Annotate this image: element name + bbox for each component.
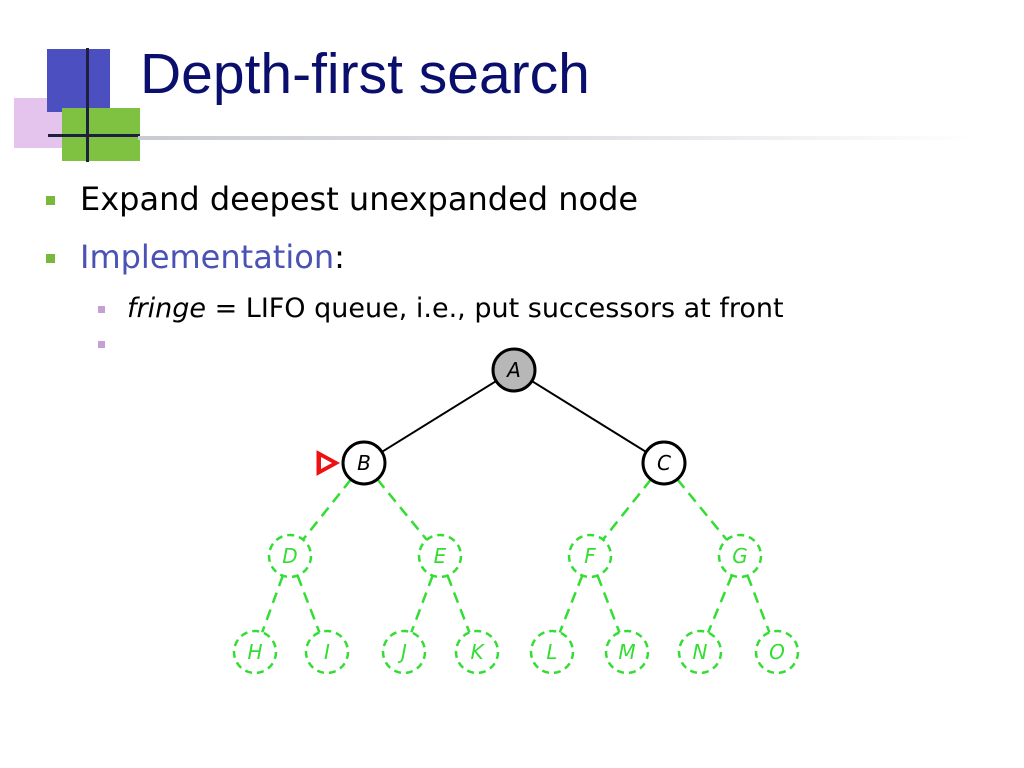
bullet-square-icon (46, 196, 55, 205)
bullet-expand: Expand deepest unexpanded node (46, 180, 638, 218)
tree-edge-C-G (676, 478, 728, 541)
tree-node-label-D: D (282, 544, 297, 568)
tree-edge-G-N (706, 574, 734, 634)
tree-edge-F-L (558, 575, 584, 633)
tree-node-label-A: A (505, 358, 521, 382)
title-underline (138, 136, 978, 140)
tree-node-label-C: C (657, 451, 671, 475)
bullet-square-icon (46, 254, 55, 263)
tree-node-L: L (529, 629, 575, 675)
tree-node-circle-L (529, 629, 575, 675)
tree-node-O: O (754, 629, 800, 675)
tree-node-F: F (567, 533, 613, 579)
tree-edge-B-D (302, 478, 352, 541)
tree-node-label-H: H (247, 640, 262, 664)
tree-edge-E-J (410, 575, 434, 633)
tree-edge-E-K (446, 575, 471, 633)
tree-edge-D-I (296, 575, 321, 633)
tree-node-circle-G (717, 533, 763, 579)
tree-node-label-O: O (769, 640, 785, 664)
tree-node-label-L: L (546, 640, 557, 664)
tree-node-circle-N (677, 629, 723, 675)
tree-node-label-M: M (618, 640, 635, 664)
tree-node-A: A (491, 347, 537, 393)
tree-node-N: N (677, 629, 723, 675)
implementation-link[interactable]: Implementation (80, 238, 335, 276)
tree-node-label-N: N (693, 640, 708, 664)
tree-node-G: G (717, 533, 763, 579)
tree-node-circle-K (454, 629, 500, 675)
fringe-term: fringe (127, 293, 206, 324)
tree-node-B: B (341, 440, 387, 486)
sub-bullet-square-icon (98, 341, 105, 348)
bullet-expand-text: Expand deepest unexpanded node (80, 180, 639, 218)
tree-node-K: K (454, 629, 500, 675)
tree-node-label-E: E (434, 544, 447, 568)
slide-title: Depth-first search (140, 42, 590, 106)
decor-blue-square (47, 49, 110, 112)
tree-node-label-B: B (357, 451, 371, 475)
tree-edge-A-B (381, 380, 497, 453)
tree-node-label-K: K (470, 640, 485, 664)
decor-vertical-line (86, 48, 89, 162)
tree-node-circle-H (232, 629, 278, 675)
decor-horizontal-line (48, 134, 140, 137)
tree-node-circle-E (417, 533, 463, 579)
tree-edge-C-F (602, 478, 652, 541)
current-node-pointer-highlight (321, 457, 332, 469)
tree-edge-B-E (376, 478, 428, 541)
tree-edge-A-C (531, 380, 647, 453)
tree-node-circle-A (491, 347, 537, 393)
tree-node-circle-I (304, 629, 350, 675)
tree-node-C: C (641, 440, 687, 486)
tree-node-M: M (604, 629, 650, 675)
implementation-colon: : (334, 238, 345, 276)
tree-node-label-G: G (732, 544, 748, 568)
tree-edge-G-O (746, 575, 771, 633)
tree-node-circle-D (267, 533, 313, 579)
tree-node-circle-C (641, 440, 687, 486)
tree-node-H: H (232, 629, 278, 675)
tree-node-J: J (381, 629, 427, 675)
sub-bullet-square-icon (98, 306, 105, 313)
tree-node-circle-B (341, 440, 387, 486)
tree-node-E: E (417, 533, 463, 579)
sub-bullet-empty (98, 341, 127, 352)
tree-node-label-J: J (397, 640, 407, 664)
tree-edge-D-H (261, 575, 284, 633)
sub-bullet-fringe: fringe = LIFO queue, i.e., put successor… (98, 293, 784, 324)
tree-node-D: D (267, 533, 313, 579)
tree-node-circle-J (381, 629, 427, 675)
fringe-description: = LIFO queue, i.e., put successors at fr… (205, 293, 784, 324)
tree-node-label-I: I (324, 640, 330, 664)
tree-node-circle-F (567, 533, 613, 579)
tree-node-circle-O (754, 629, 800, 675)
tree-node-I: I (304, 629, 350, 675)
tree-node-circle-M (604, 629, 650, 675)
bullet-implementation: Implementation: (46, 238, 345, 276)
tree-node-label-F: F (584, 544, 596, 568)
tree-edge-F-M (596, 575, 621, 633)
